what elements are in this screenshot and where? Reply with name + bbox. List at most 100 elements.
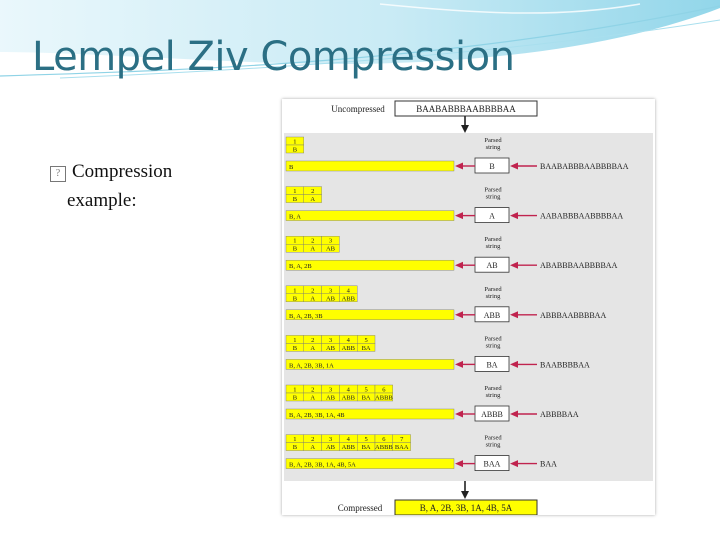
- parsed-label: string: [486, 293, 502, 300]
- bullet-text-line1: Compression: [72, 161, 173, 182]
- arrow-to-output-head: [455, 410, 463, 418]
- output-bar: [285, 408, 455, 420]
- dict-entry: B: [293, 395, 298, 402]
- uncompressed-label: Uncompressed: [331, 104, 385, 114]
- parsed-value: ABB: [484, 311, 500, 320]
- arrow-to-output-head: [455, 261, 463, 269]
- parsed-label: string: [486, 342, 502, 349]
- dict-index: 1: [293, 139, 296, 146]
- header-swoosh-decoration: [0, 0, 720, 79]
- arrow-to-output-head: [455, 460, 463, 468]
- dict-entry: AB: [326, 345, 336, 352]
- dict-entry: BA: [362, 345, 371, 352]
- parsed-value: BAA: [484, 460, 501, 469]
- arrow-to-parsed-head: [510, 212, 518, 220]
- arrow-to-output-head: [455, 162, 463, 170]
- output-bar: [285, 458, 455, 469]
- parsed-label: string: [486, 243, 502, 250]
- remaining-string: ABABBBAABBBBAA: [540, 261, 618, 270]
- compressed-label: Compressed: [338, 503, 383, 513]
- parsed-label: string: [486, 442, 502, 449]
- dict-index: 3: [329, 287, 332, 294]
- dict-index: 5: [364, 387, 367, 394]
- arrow-to-parsed-head: [510, 360, 518, 368]
- arrow-to-parsed-head: [510, 261, 518, 269]
- parsed-value: BA: [486, 360, 497, 369]
- arrow-to-output-head: [455, 360, 463, 368]
- dict-entry-cell: [303, 194, 322, 203]
- dict-entry: AB: [326, 444, 336, 451]
- output-bar: [285, 160, 455, 172]
- parsed-label: string: [486, 144, 502, 151]
- dict-entry-cell: [285, 144, 304, 154]
- dict-index: 2: [311, 287, 314, 294]
- dict-index: 5: [364, 337, 367, 344]
- dict-entry-cell: [321, 243, 340, 253]
- parsed-value: AB: [486, 261, 497, 270]
- dict-entry: ABBB: [375, 444, 393, 451]
- dict-entry: B: [293, 444, 298, 451]
- arrow-to-parsed-head: [510, 162, 518, 170]
- parsed-label: Parsed: [484, 236, 502, 243]
- dict-entry: ABB: [342, 395, 356, 402]
- remaining-string: AABABBBAABBBBAA: [540, 212, 623, 221]
- dict-entry-cell: [374, 392, 393, 402]
- dict-index: 3: [329, 337, 332, 344]
- compressed-value: B, A, 2B, 3B, 1A, 4B, 5A: [420, 503, 513, 513]
- dict-entry: ABB: [342, 444, 356, 451]
- arrow-to-parsed-head: [510, 460, 518, 468]
- output-text: B, A, 2B: [289, 263, 312, 270]
- dict-index: 1: [293, 337, 296, 344]
- arrow-to-parsed-head: [510, 410, 518, 418]
- dict-entry: A: [310, 345, 315, 352]
- parsed-label: Parsed: [484, 385, 502, 392]
- dict-index: 1: [293, 188, 296, 195]
- dict-entry: A: [310, 395, 315, 402]
- dict-entry-cell: [392, 442, 411, 451]
- arrow-to-output-head: [455, 311, 463, 319]
- parsed-value: B: [489, 162, 494, 171]
- dict-entry: ABB: [342, 345, 356, 352]
- dict-entry: A: [310, 295, 315, 302]
- dict-index: 1: [293, 238, 296, 245]
- dict-index: 5: [364, 436, 367, 443]
- dict-index: 4: [347, 287, 351, 294]
- dict-entry: BA: [362, 444, 371, 451]
- dict-entry: B: [293, 345, 298, 352]
- dict-index: 1: [293, 387, 296, 394]
- dict-index: 4: [347, 337, 351, 344]
- dict-entry: A: [310, 196, 315, 203]
- remaining-string: ABBBBAA: [540, 410, 579, 419]
- parsed-value: A: [489, 212, 495, 221]
- dict-entry: B: [293, 246, 298, 253]
- dict-index: 2: [311, 387, 314, 394]
- dict-index: 7: [400, 436, 404, 443]
- dict-index: 2: [311, 188, 314, 195]
- parsed-label: Parsed: [484, 286, 502, 293]
- output-text: B, A, 2B, 3B: [289, 313, 323, 320]
- dict-index: 1: [293, 436, 296, 443]
- compressed-box: [394, 499, 538, 515]
- output-text: B, A, 2B, 3B, 1A, 4B, 5A: [289, 462, 356, 469]
- dict-entry-cell: [356, 343, 376, 352]
- bullet-text-line2: example:: [67, 190, 137, 211]
- parsed-label: Parsed: [484, 335, 502, 342]
- output-text: B: [289, 164, 294, 171]
- arrow-to-output-head: [455, 212, 463, 220]
- steps-panel: [284, 133, 653, 481]
- output-bar: [285, 309, 455, 321]
- dict-index: 3: [329, 436, 332, 443]
- output-bar: [285, 359, 455, 370]
- parsed-label: Parsed: [484, 137, 502, 144]
- parsed-label: string: [486, 194, 502, 201]
- dict-entry-cell: [339, 293, 358, 303]
- output-bar: [285, 259, 455, 271]
- output-bar: [285, 210, 455, 221]
- output-text: B, A: [289, 214, 301, 221]
- parsed-value: ABBB: [481, 410, 503, 419]
- dict-index: 6: [382, 387, 386, 394]
- dict-index: 2: [311, 436, 314, 443]
- dict-index: 6: [382, 436, 386, 443]
